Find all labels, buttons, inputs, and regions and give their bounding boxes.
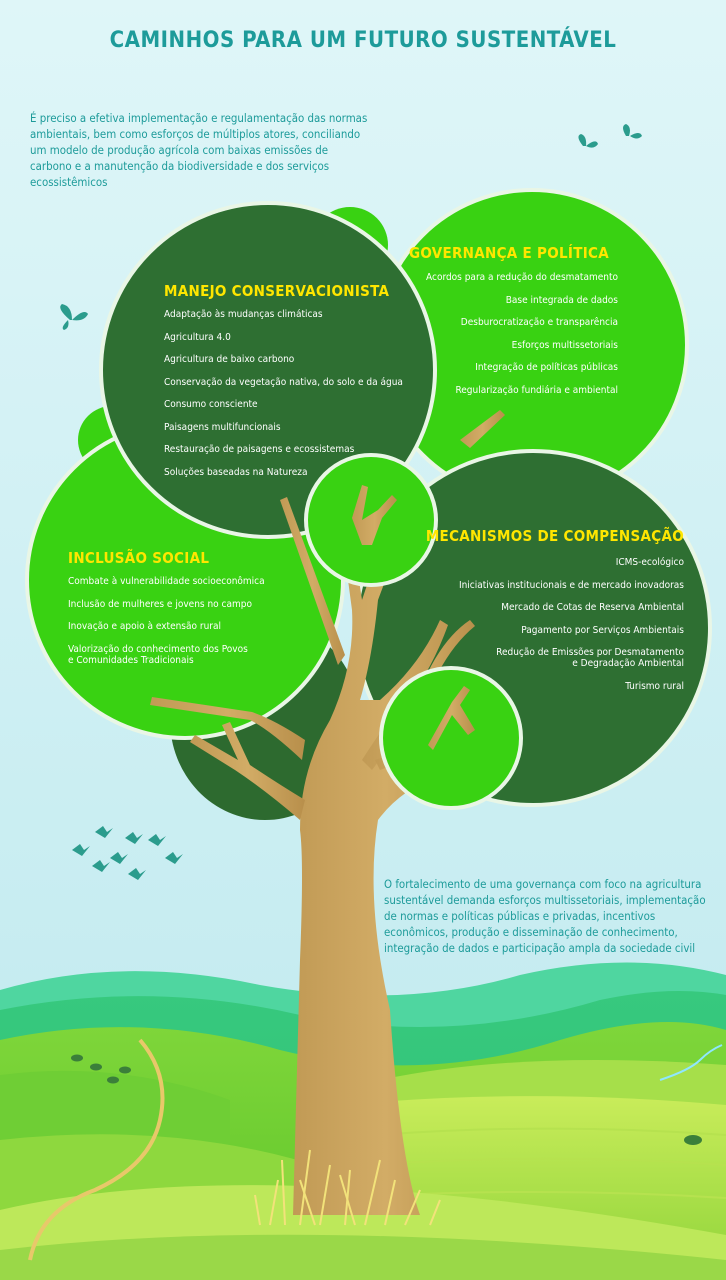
inclusao-section: INCLUSÃO SOCIAL Combate à vulnerabilidad… xyxy=(68,549,298,677)
list-item: Esforços multissetoriais xyxy=(511,339,618,351)
list-item: Restauração de paisagens e ecossistemas xyxy=(164,444,355,455)
list-item: Mercado de Cotas de Reserva Ambiental xyxy=(501,602,684,613)
list-item: Desburocratização e transparência xyxy=(460,317,618,328)
birds xyxy=(72,826,183,880)
inclusao-list: Combate à vulnerabilidade socioeconômica… xyxy=(68,576,298,666)
cattle xyxy=(71,1054,702,1145)
manejo-list: Adaptação às mudanças climáticas Agricul… xyxy=(164,309,404,478)
tree-foliage-front xyxy=(304,453,523,810)
field xyxy=(0,1096,726,1280)
list-item: Conservação da vegetação nativa, do solo… xyxy=(164,376,403,388)
page-title: CAMINHOS PARA UM FUTURO SUSTENTÁVEL xyxy=(109,28,617,53)
list-item: Iniciativas institucionais e de mercado … xyxy=(458,579,684,591)
list-item: Inovação e apoio à extensão rural xyxy=(68,621,221,632)
list-item: Soluções baseadas na Natureza xyxy=(164,466,308,478)
list-item: Pagamento por Serviços Ambientais xyxy=(521,624,684,636)
inclusao-title: INCLUSÃO SOCIAL xyxy=(68,549,210,567)
butterflies xyxy=(60,124,642,330)
list-item: Adaptação às mudanças climáticas xyxy=(164,309,323,320)
mecanismos-section: MECANISMOS DE COMPENSAÇÃO ICMS-ecológico… xyxy=(410,527,684,703)
list-item: Agricultura 4.0 xyxy=(164,331,231,343)
list-item: ICMS-ecológico xyxy=(615,557,684,568)
list-item: Agricultura de baixo carbono xyxy=(164,354,295,365)
list-item: Integração de políticas públicas xyxy=(475,362,618,373)
list-item: Combate à vulnerabilidade socioeconômica xyxy=(68,576,265,587)
grass-tuft xyxy=(254,1149,441,1226)
manejo-title: MANEJO CONSERVACIONISTA xyxy=(164,282,390,300)
list-item: Base integrada de dados xyxy=(505,294,618,306)
mecanismos-list: ICMS-ecológico Iniciativas institucionai… xyxy=(410,557,684,692)
list-item: Regularização fundiária e ambiental xyxy=(455,384,618,396)
list-item: Turismo rural xyxy=(625,680,684,692)
list-item: Valorização do conhecimento dos Povos e … xyxy=(68,643,248,666)
list-item: Acordos para a redução do desmatamento xyxy=(426,272,618,283)
closing-text: O fortalecimento de uma governança com f… xyxy=(384,877,706,955)
list-item: Redução de Emissões por Desmatamento e D… xyxy=(496,647,684,669)
list-item: Inclusão de mulheres e jovens no campo xyxy=(68,598,252,610)
winding-path xyxy=(28,1038,723,1261)
list-item: Consumo consciente xyxy=(164,399,258,410)
list-item: Paisagens multifuncionais xyxy=(164,421,281,433)
governanca-list: Acordos para a redução do desmatamento B… xyxy=(400,272,618,396)
governanca-section: GOVERNANÇA E POLÍTICA Acordos para a red… xyxy=(400,244,618,407)
manejo-section: MANEJO CONSERVACIONISTA Adaptação às mud… xyxy=(164,282,404,489)
governanca-title: GOVERNANÇA E POLÍTICA xyxy=(408,244,610,262)
intro-text: É preciso a efetiva implementação e regu… xyxy=(30,111,368,189)
mecanismos-title: MECANISMOS DE COMPENSAÇÃO xyxy=(425,527,684,545)
